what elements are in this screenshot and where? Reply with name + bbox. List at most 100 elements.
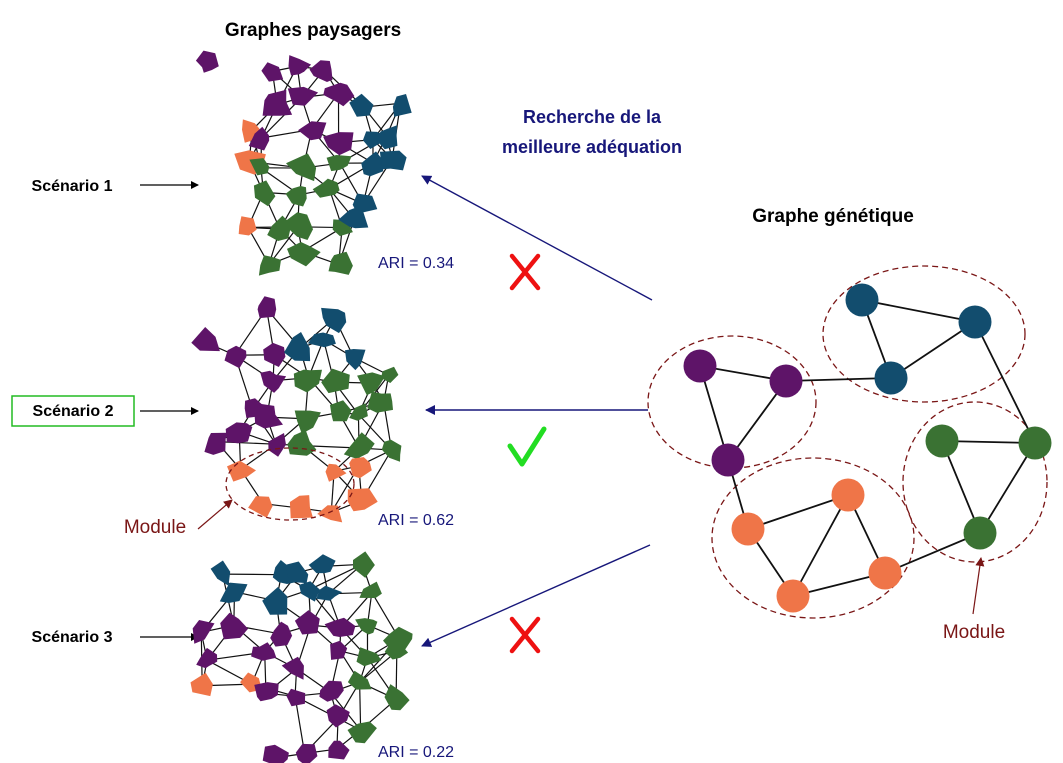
habitat-patch <box>328 251 353 275</box>
scenario-1-label: Scénario 1 <box>32 178 113 195</box>
habitat-patch <box>343 432 375 459</box>
genetic-node <box>963 516 997 550</box>
genetic-node <box>683 349 717 383</box>
habitat-patch <box>375 125 398 150</box>
best-fit-search-label-line1: Recherche de la <box>523 107 662 127</box>
landscape-module-ellipse <box>225 447 355 521</box>
habitat-patch <box>384 684 410 711</box>
habitat-patch <box>347 670 372 690</box>
genetic-edge <box>941 440 981 534</box>
habitat-patch <box>287 430 317 456</box>
best-fit-search-label-line2: meilleure adéquation <box>502 137 682 157</box>
genetic-node <box>845 283 879 317</box>
habitat-patch <box>356 647 382 667</box>
habitat-patch <box>224 345 247 369</box>
habitat-patch <box>253 180 276 207</box>
genetic-edge <box>792 494 849 597</box>
landscape-graph-scenario-3 <box>190 551 413 763</box>
module-label-left: Module <box>124 517 186 538</box>
genetic-node <box>769 364 803 398</box>
landscape-edge <box>359 682 362 731</box>
landscape-edge <box>222 573 282 576</box>
habitat-patch <box>262 587 288 615</box>
genetic-node <box>776 579 810 613</box>
habitat-patch <box>379 150 407 171</box>
habitat-patch <box>284 561 309 584</box>
scenario-2-highlight-box <box>11 395 135 427</box>
match-arrow-scenario-3 <box>421 544 651 647</box>
habitat-patch <box>349 93 374 117</box>
landscape-patches <box>195 50 412 276</box>
genetic-node <box>874 361 908 395</box>
habitat-patch <box>359 581 382 598</box>
habitat-patch <box>286 688 306 707</box>
habitat-patch <box>323 132 354 156</box>
genetic-node <box>711 443 745 477</box>
habitat-patch <box>288 55 312 76</box>
landscape-edge <box>308 563 363 591</box>
habitat-patch <box>381 439 402 462</box>
habitat-patch <box>316 585 343 601</box>
habitat-patch <box>324 617 356 637</box>
habitat-patch <box>257 296 277 319</box>
genetic-node <box>731 512 765 546</box>
habitat-patch <box>227 460 256 482</box>
habitat-patch <box>338 206 369 229</box>
landscape-graph-scenario-2 <box>191 296 402 523</box>
habitat-patch <box>261 62 284 82</box>
ari-scenario-1: ARI = 0.34 <box>378 255 454 272</box>
habitat-patch <box>357 372 386 396</box>
habitat-patch <box>307 332 336 348</box>
genetic-edge <box>884 532 981 574</box>
habitat-patch <box>287 86 319 106</box>
match-arrow-scenario-1 <box>421 175 653 301</box>
cross-icon-scenario-1 <box>509 253 541 291</box>
habitat-patch <box>260 370 287 393</box>
landscape-patches <box>191 296 402 523</box>
habitat-patch <box>251 642 277 661</box>
habitat-patch <box>248 126 270 151</box>
habitat-patch <box>325 463 347 482</box>
habitat-patch <box>328 740 350 760</box>
habitat-patch <box>380 366 399 383</box>
habitat-patch <box>270 621 293 647</box>
habitat-patch <box>262 744 289 763</box>
habitat-patch <box>347 488 378 512</box>
habitat-patch <box>299 581 320 602</box>
habitat-patch <box>191 327 220 352</box>
genetic-edge <box>861 299 976 323</box>
habitat-patch <box>330 640 348 660</box>
habitat-patch <box>262 89 293 116</box>
habitat-patch <box>284 332 311 362</box>
landscape-graphs-title: Graphes paysagers <box>225 20 401 41</box>
habitat-patch <box>219 582 248 603</box>
habitat-patch <box>220 612 249 640</box>
habitat-patch <box>284 212 313 240</box>
habitat-patch <box>254 403 283 429</box>
habitat-patch <box>195 50 219 73</box>
habitat-patch <box>355 618 378 635</box>
ari-scenario-2: ARI = 0.62 <box>378 512 454 529</box>
habitat-patch <box>312 178 340 198</box>
habitat-patch <box>294 410 321 434</box>
scenario-3-label: Scénario 3 <box>32 629 113 646</box>
genetic-graph <box>647 265 1052 619</box>
habitat-patch <box>249 158 270 176</box>
genetic-edge <box>785 377 892 382</box>
habitat-patch <box>309 60 333 82</box>
habitat-patch <box>317 505 343 523</box>
genetic-module-ellipse <box>902 401 1048 563</box>
habitat-patch <box>248 496 273 518</box>
habitat-patch <box>254 682 279 702</box>
habitat-patch <box>367 391 393 413</box>
habitat-patch <box>225 422 253 444</box>
habitat-patch <box>295 743 318 763</box>
habitat-patch <box>287 242 321 267</box>
habitat-patch <box>204 432 228 455</box>
genetic-edge <box>747 494 849 530</box>
habitat-patch <box>286 153 317 182</box>
habitat-patch <box>210 560 231 586</box>
habitat-patch <box>294 610 320 635</box>
check-icon-scenario-2 <box>507 426 547 467</box>
scenario-2-label: Scénario 2 <box>33 403 114 420</box>
